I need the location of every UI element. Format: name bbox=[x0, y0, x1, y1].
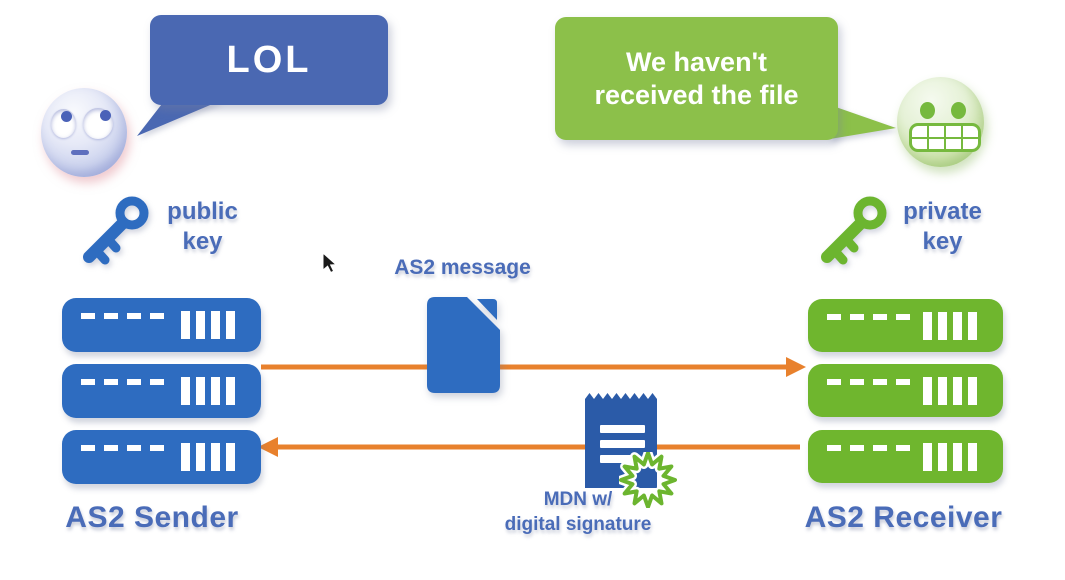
receipt-text-line bbox=[600, 425, 645, 433]
as2-message-label: AS2 message bbox=[394, 256, 531, 279]
mdn-label-line2: digital signature bbox=[504, 513, 652, 535]
server-vent-bars bbox=[923, 312, 977, 340]
sender-server-2 bbox=[62, 364, 261, 418]
as2-message-document-icon bbox=[427, 297, 500, 393]
receiver-speech-line2: received the file bbox=[594, 79, 799, 110]
server-led-dashes bbox=[81, 445, 166, 451]
mdn-label-line1: MDN w/ bbox=[543, 489, 613, 510]
mdn-receipt-icon bbox=[585, 393, 657, 488]
receiver-speech-bubble: We haven't received the file bbox=[555, 17, 838, 140]
private-key-label-line1: private bbox=[903, 198, 982, 225]
server-vent-bars bbox=[923, 377, 977, 405]
grimacing-emoji bbox=[897, 77, 984, 167]
public-key-icon bbox=[83, 196, 149, 265]
receiver-bubble-tail bbox=[830, 105, 896, 139]
private-key-label-line2: key bbox=[922, 228, 963, 255]
mdn-return-arrow bbox=[258, 437, 800, 457]
receipt-text-line bbox=[600, 440, 645, 448]
emoji-grimace-teeth bbox=[909, 123, 981, 152]
mdn-label: MDN w/ digital signature bbox=[468, 488, 688, 537]
emoji-eye bbox=[920, 102, 935, 119]
public-key-label: public key bbox=[155, 197, 250, 257]
emoji-eye bbox=[951, 102, 966, 119]
receiver-speech-line1: We haven't bbox=[626, 46, 767, 77]
mouse-cursor-icon bbox=[322, 252, 338, 274]
receiver-label: AS2 Receiver bbox=[804, 501, 1003, 534]
sender-speech-bubble: LOL bbox=[150, 15, 388, 105]
server-vent-bars bbox=[181, 311, 235, 339]
as2-message-arrow bbox=[261, 357, 806, 377]
server-led-dashes bbox=[81, 379, 166, 385]
emoji-eye bbox=[83, 108, 113, 139]
emoji-mouth bbox=[71, 150, 89, 155]
emoji-pupil bbox=[60, 111, 72, 122]
server-vent-bars bbox=[181, 443, 235, 471]
private-key-label: private key bbox=[890, 197, 995, 257]
sender-label: AS2 Sender bbox=[65, 501, 239, 534]
server-led-dashes bbox=[81, 313, 166, 319]
emoji-pupil bbox=[99, 110, 111, 121]
private-key-icon bbox=[821, 196, 887, 265]
receiver-server-2 bbox=[808, 364, 1003, 417]
receiver-server-1 bbox=[808, 299, 1003, 352]
digital-signature-seal-icon bbox=[619, 452, 677, 508]
server-led-dashes bbox=[827, 445, 912, 451]
emoji-eye bbox=[51, 109, 76, 138]
rolling-eyes-emoji bbox=[41, 88, 127, 177]
receiver-server-3 bbox=[808, 430, 1003, 483]
sender-server-1 bbox=[62, 298, 261, 352]
server-vent-bars bbox=[923, 443, 977, 471]
receipt-text-line bbox=[600, 455, 637, 463]
server-led-dashes bbox=[827, 379, 912, 385]
sender-speech-text: LOL bbox=[226, 38, 312, 81]
public-key-label-line1: public bbox=[167, 198, 238, 225]
sender-bubble-tail bbox=[137, 100, 222, 136]
sender-server-3 bbox=[62, 430, 261, 484]
server-vent-bars bbox=[181, 377, 235, 405]
server-led-dashes bbox=[827, 314, 912, 320]
public-key-label-line2: key bbox=[182, 228, 223, 255]
